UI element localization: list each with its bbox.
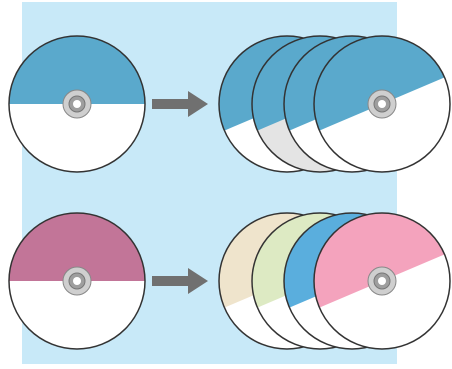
disc-center-hole: [378, 277, 386, 285]
disc-center-hole: [378, 100, 386, 108]
disc-label-area: [9, 213, 145, 281]
disc-label-area: [9, 36, 145, 104]
disc-outline: [8, 35, 146, 173]
disc-outline: [8, 212, 146, 350]
right-arrow-icon: [152, 91, 208, 117]
source-disc: [8, 212, 146, 350]
disc-outline: [313, 35, 451, 173]
arrow-shape: [152, 91, 208, 117]
disc-outline: [313, 212, 451, 350]
disc-label-area: [313, 212, 445, 308]
right-arrow-icon: [152, 268, 208, 294]
copy-disc-4: [313, 35, 451, 173]
copy-disc-4: [313, 212, 451, 350]
disc-center-hole: [73, 100, 81, 108]
disc-center-hole: [73, 277, 81, 285]
disc-label-area: [313, 35, 445, 131]
source-disc: [8, 35, 146, 173]
arrow-shape: [152, 268, 208, 294]
